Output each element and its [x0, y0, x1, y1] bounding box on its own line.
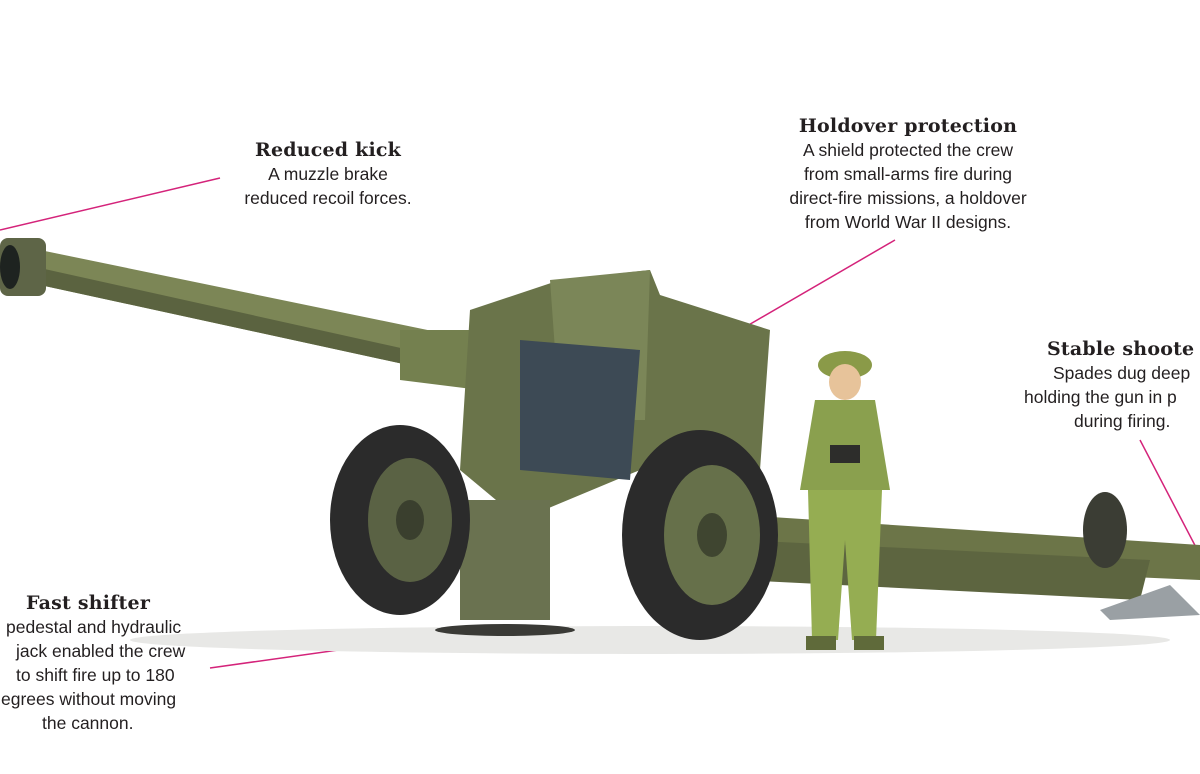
- callout-fast-shifter: Fast shifter pedestal and hydraulic jack…: [0, 591, 210, 735]
- pedestal: [435, 500, 575, 636]
- callout-text: A shield protected the crew: [802, 140, 1014, 160]
- callout-text: direct-fire missions, a holdover: [789, 188, 1027, 208]
- leader-line-stable: [1139, 439, 1200, 556]
- barrel: [0, 238, 520, 395]
- callout-title: Stable shoote: [1047, 338, 1195, 360]
- callout-text: during firing.: [1074, 411, 1171, 431]
- callout-title: Reduced kick: [254, 139, 402, 161]
- leader-line-reduced-kick: [0, 177, 221, 231]
- callout-reduced-kick: Reduced kick A muzzle brake reduced reco…: [208, 138, 448, 210]
- callout-text: jack enabled the crew: [16, 641, 186, 661]
- callout-text: to shift fire up to 180: [16, 665, 175, 685]
- wheel-left: [330, 425, 470, 615]
- callout-title: Fast shifter: [26, 592, 151, 614]
- callout-stable-shooter: Stable shoote Spades dug deep holding th…: [1020, 337, 1200, 433]
- callout-holdover-protection: Holdover protection A shield protected t…: [768, 114, 1048, 234]
- callout-text: egrees without moving: [1, 689, 177, 709]
- ground-shadow: [130, 626, 1170, 654]
- callout-text: the cannon.: [42, 713, 134, 733]
- callout-text: from World War II designs.: [804, 212, 1012, 232]
- callout-title: Holdover protection: [798, 115, 1018, 137]
- callout-text: from small-arms fire during: [803, 164, 1013, 184]
- soldier-figure: [800, 351, 890, 650]
- wheel-right: [622, 430, 778, 640]
- callout-text: pedestal and hydraulic: [6, 617, 182, 637]
- callout-text: holding the gun in p: [1024, 387, 1177, 407]
- leader-line-holdover: [739, 239, 896, 331]
- callout-text: A muzzle brake: [268, 164, 388, 184]
- callout-text: Spades dug deep: [1053, 363, 1191, 383]
- callout-text: reduced recoil forces.: [244, 188, 412, 208]
